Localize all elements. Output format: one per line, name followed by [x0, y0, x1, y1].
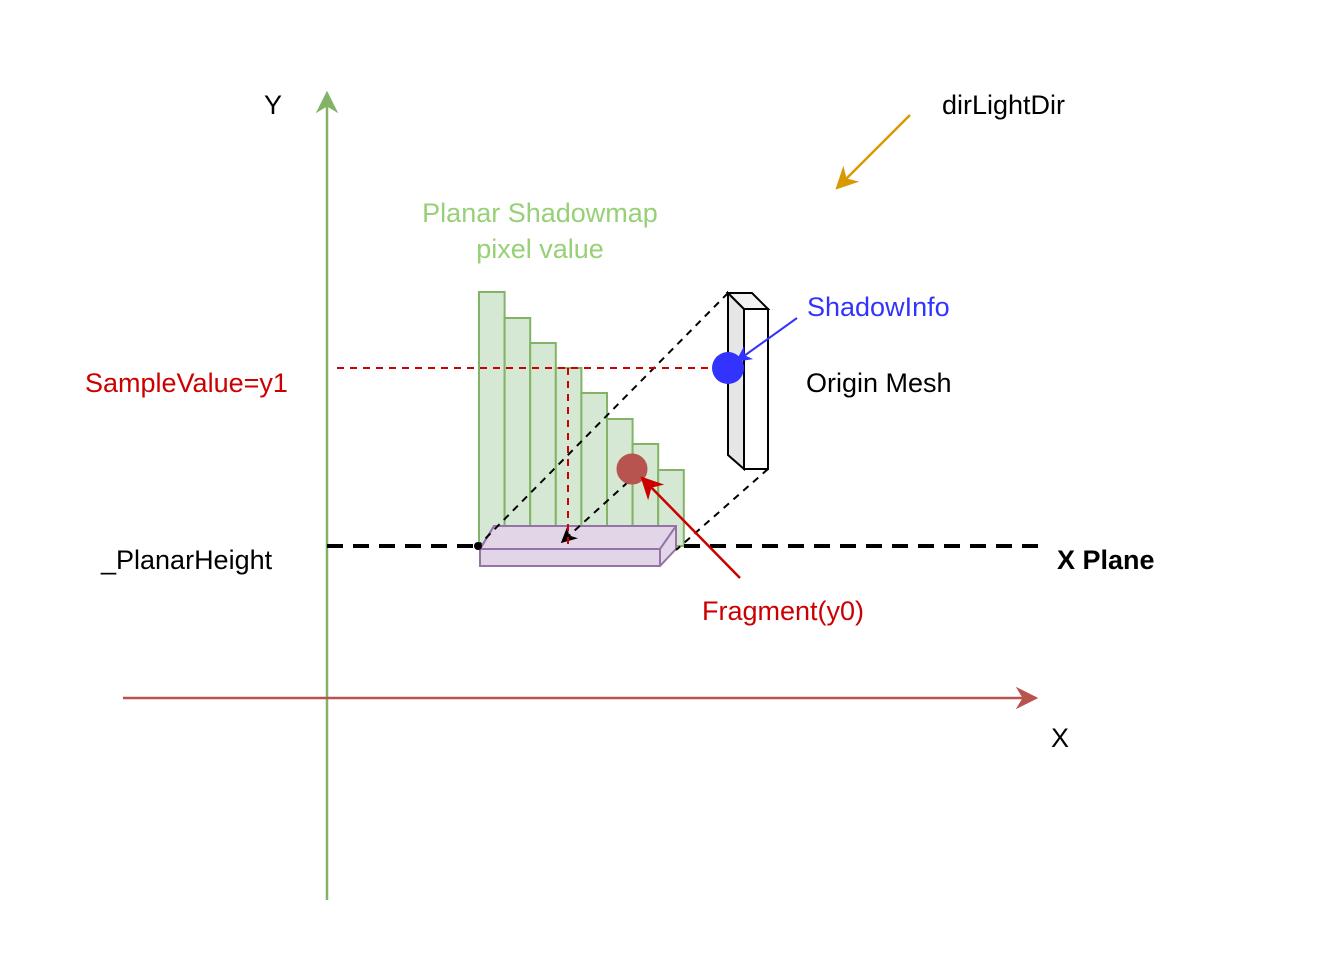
- origin-mesh-shape: [725, 290, 771, 472]
- light-dir-label: dirLightDir: [942, 90, 1065, 120]
- shadow-info-point: [712, 352, 744, 384]
- fragment-label: Fragment(y0): [702, 596, 864, 626]
- shadowmap-title-line1: Planar Shadowmap: [422, 198, 658, 228]
- fragment-pointer: [640, 476, 741, 579]
- shadow-info-pointer: [735, 317, 798, 362]
- planar-height-label: _PlanarHeight: [100, 545, 273, 575]
- y-axis-label: Y: [264, 90, 282, 120]
- projected-shadow-box: [479, 525, 677, 567]
- x-plane-label: X Plane: [1057, 545, 1155, 575]
- shadow-info-label: ShadowInfo: [807, 292, 950, 322]
- sample-value-label: SampleValue=y1: [85, 368, 288, 398]
- fragment-point: [616, 453, 648, 485]
- shadowmap-title-line2: pixel value: [476, 234, 604, 264]
- shadowmap-bar: [503, 317, 532, 547]
- shadowmap-bars: [478, 291, 685, 547]
- projection-line-bottom: [675, 468, 769, 551]
- x-axis-label: X: [1051, 723, 1069, 753]
- light-ray-arrow: [560, 481, 629, 544]
- origin-mesh-label: Origin Mesh: [806, 368, 952, 398]
- shadowmap-bar: [478, 291, 506, 547]
- plane-hit-point: [474, 542, 482, 550]
- shadowmap-bar: [529, 342, 557, 547]
- shadowmap-bar: [580, 392, 609, 547]
- light-direction-arrow: [835, 114, 911, 190]
